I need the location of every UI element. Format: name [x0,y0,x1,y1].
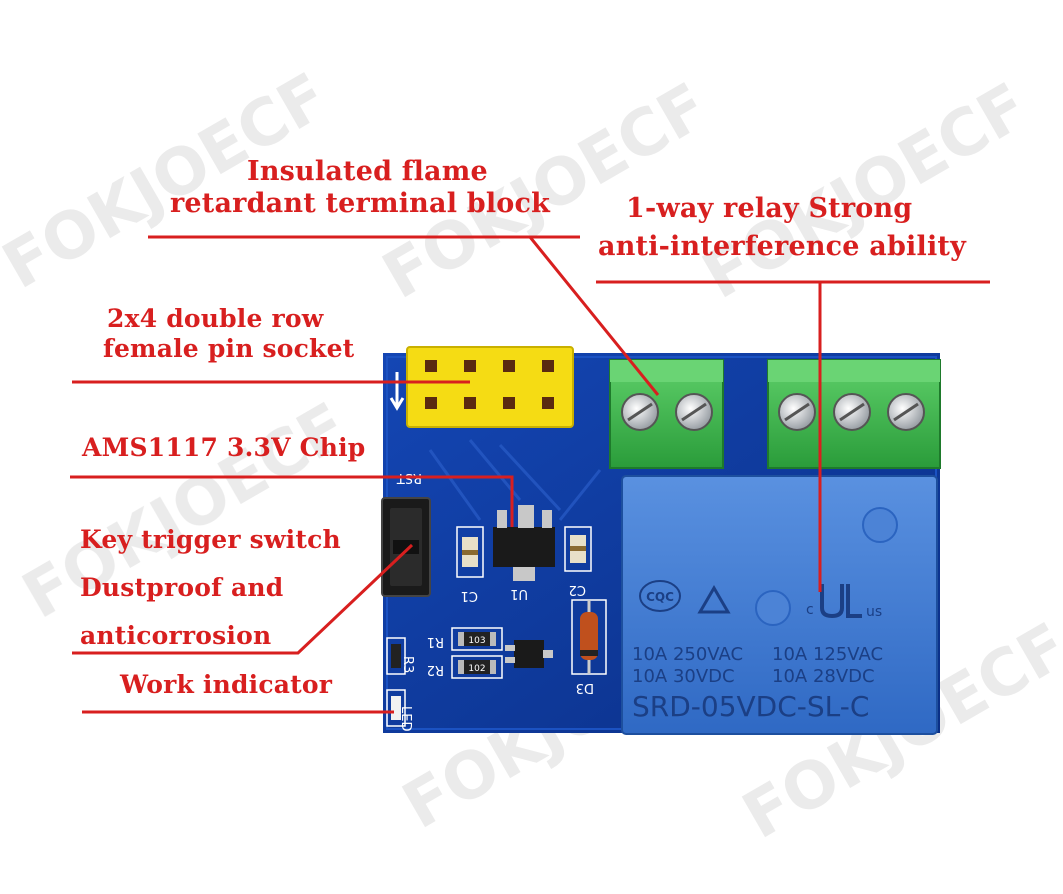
relay-component: CQC c us 10A 250VAC 10A 125VAC 10A 30VDC… [621,475,938,735]
leader-chip [70,475,514,527]
silk-c1: C1 [461,588,478,603]
terminal-block-3pin [767,359,941,469]
callout-pin-socket-line1: 2x4 double row [107,304,324,333]
pin-header-socket [389,346,574,428]
callout-work-indicator-line1: Work indicator [120,670,333,699]
cqc-mark: CQC [646,590,674,604]
resistor-r1-code: 103 [468,636,485,646]
callout-key-switch: Key trigger switch Dustproof and anticor… [80,516,341,660]
callout-key-switch-line1: Key trigger switch [80,525,341,554]
leader-relay [596,280,990,592]
callout-leader-lines [70,235,990,714]
silk-d3: D3 [576,680,594,695]
callout-chip: AMS1117 3.3V Chip [82,433,365,463]
resistor-r2-code: 102 [468,664,485,674]
callout-key-switch-line3: anticorrosion [80,621,272,650]
callout-key-switch-line2: Dustproof and [80,573,284,602]
svg-text:FOKJOECF: FOKJOECF [691,70,1040,314]
us-mark: us [866,604,882,620]
leader-terminal-block [148,235,660,396]
transistor [505,640,553,668]
resistor-r2: 102 R2 [427,655,503,679]
reset-push-button: RST [381,470,431,597]
callout-terminal-block: Insulated flame retardant terminal block [170,156,550,221]
rating-dc-right: 10A 28VDC [772,666,875,687]
callout-terminal-block-line2: retardant terminal block [170,188,551,220]
terminal-block-2pin [609,359,724,469]
silk-u1: U1 [510,586,528,601]
relay-model-number: SRD-05VDC-SL-C [632,690,869,723]
callout-pin-socket-line2: female pin socket [103,334,355,363]
capacitor-c2: C2 [564,526,592,597]
silk-r1: R1 [427,634,444,649]
callout-pin-socket: 2x4 double row female pin socket [103,304,354,364]
resistor-r3: R3 [386,637,415,675]
silk-led: LED [398,706,413,731]
rating-ac-right: 10A 125VAC [772,644,883,665]
callout-chip-line1: AMS1117 3.3V Chip [82,433,366,462]
silk-r3: R3 [400,656,415,673]
callout-relay: 1-way relay Strong anti-interference abi… [598,193,966,264]
callout-work-indicator: Work indicator [120,670,332,700]
ams1117-regulator-chip: U1 [493,505,555,601]
leader-key-switch [72,543,414,655]
capacitor-c1: C1 [456,526,484,603]
silk-r2: R2 [427,662,444,677]
callout-relay-line2: anti-interference ability [598,231,966,263]
diode-d3: D3 [571,599,607,695]
callout-terminal-block-line1: Insulated flame [247,156,488,187]
rating-ac-left: 10A 250VAC [632,644,743,665]
resistor-r1: 103 R1 [427,627,503,651]
rating-dc-left: 10A 30VDC [632,666,735,687]
c-mark: c [806,602,814,618]
callout-relay-line1: 1-way relay Strong [626,193,913,224]
silk-c2: C2 [569,582,586,597]
work-indicator-led: LED [386,689,413,731]
